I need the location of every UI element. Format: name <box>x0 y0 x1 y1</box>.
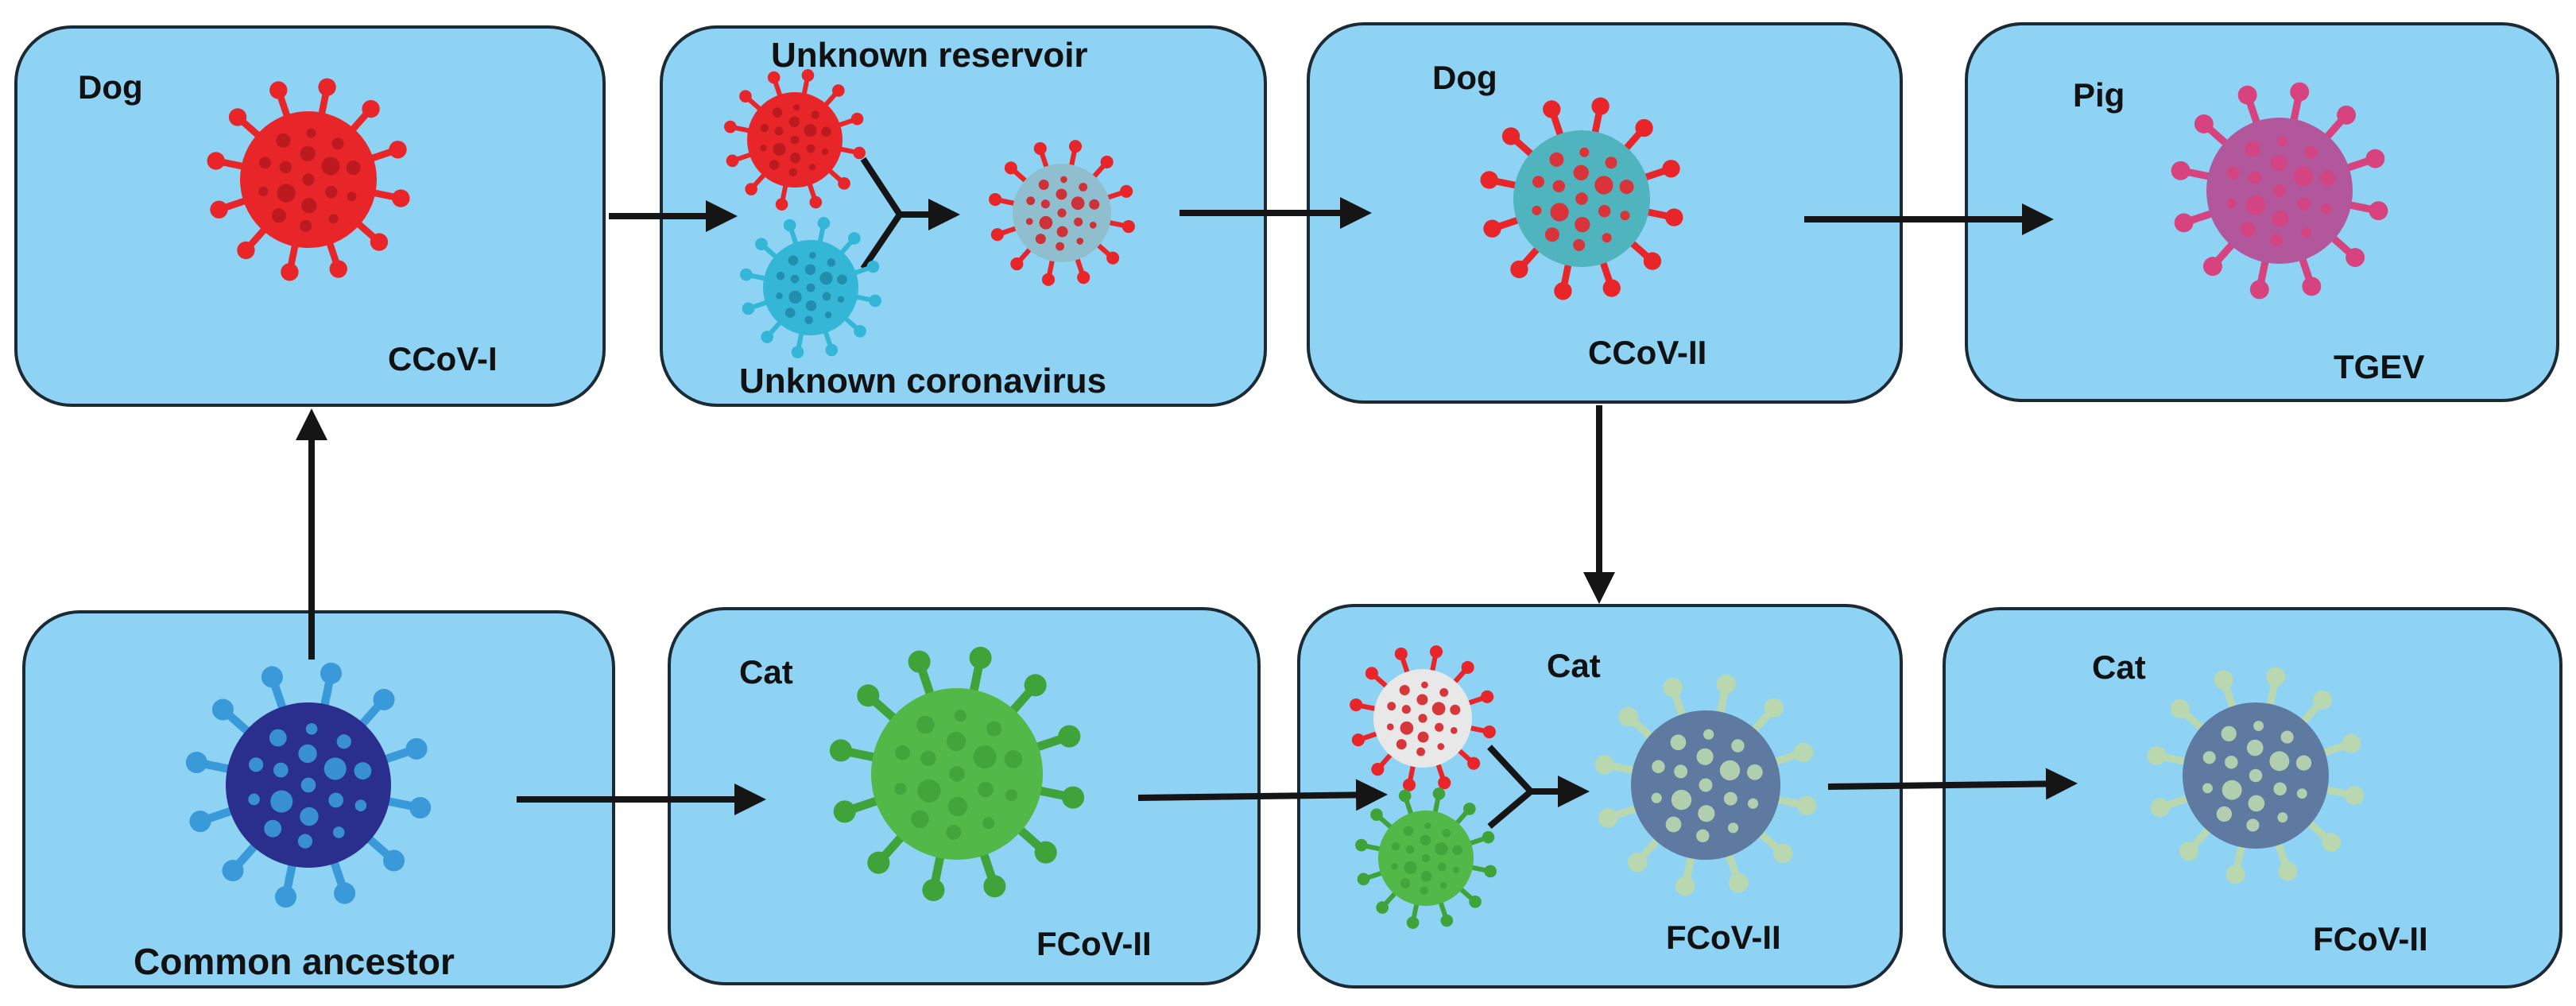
virus-label-ccov1: CCoV-I <box>388 340 498 377</box>
recombinant-red-cyan-coronavirus-icon <box>989 140 1135 286</box>
arrow-fcov1-to-recomb2 <box>1137 779 1388 811</box>
magenta-coronavirus-icon <box>2171 82 2388 300</box>
virus-label-tgev: TGEV <box>2334 348 2424 385</box>
virus-label-ccov2: CCoV-II <box>1588 334 1706 371</box>
red-coronavirus-icon <box>724 69 866 211</box>
merge-connector-2 <box>1487 745 1590 830</box>
host-label-cat: Cat <box>739 653 793 691</box>
unknown-coronavirus-label: Unknown coronavirus <box>739 362 1106 400</box>
virus-label-fcov2: FCoV-II <box>1036 925 1152 962</box>
host-label-dog: Dog <box>78 68 143 106</box>
green-coronavirus-icon <box>1355 787 1497 929</box>
red-coronavirus-icon <box>1350 645 1496 791</box>
green-coronavirus-icon <box>829 646 1085 902</box>
panel-recombination-1 <box>660 25 1267 407</box>
slate-coronavirus-icon <box>2147 667 2365 884</box>
arrow-recomb2-to-fcov3 <box>1827 768 2078 800</box>
virus-label-fcov2: FCoV-II <box>1666 919 1781 956</box>
unknown-reservoir-label: Unknown reservoir <box>771 36 1088 75</box>
merge-connector-1 <box>860 157 960 271</box>
host-label-pig: Pig <box>2073 76 2125 114</box>
host-label-dog: Dog <box>1432 59 1497 96</box>
red-coronavirus-icon <box>207 78 410 281</box>
common-ancestor-label: Common ancestor <box>134 941 455 982</box>
navy-coronavirus-icon <box>185 662 432 908</box>
cyan-coronavirus-icon <box>740 217 881 358</box>
red-teal-coronavirus-icon <box>1480 97 1683 300</box>
slate-coronavirus-icon <box>1594 674 1817 896</box>
host-label-cat: Cat <box>2092 648 2146 686</box>
host-label-cat: Cat <box>1547 647 1601 684</box>
virus-label-fcov2: FCoV-II <box>2313 920 2428 958</box>
